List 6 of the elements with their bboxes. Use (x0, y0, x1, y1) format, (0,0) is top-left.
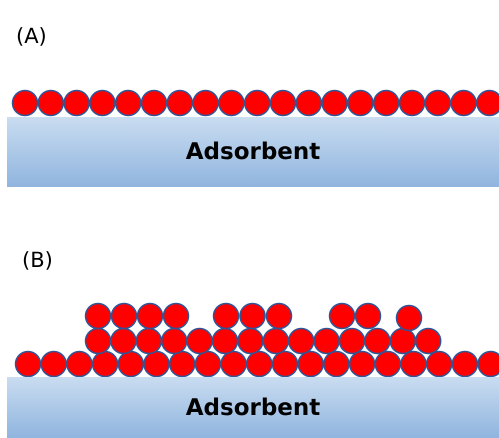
panel-label: (B) (22, 248, 53, 272)
panel-label: (A) (16, 24, 47, 48)
surface-label: Adsorbent (186, 394, 320, 420)
adsorbent-surface (7, 117, 499, 187)
adsorbent-surface (7, 377, 499, 438)
surface-label: Adsorbent (186, 139, 320, 165)
